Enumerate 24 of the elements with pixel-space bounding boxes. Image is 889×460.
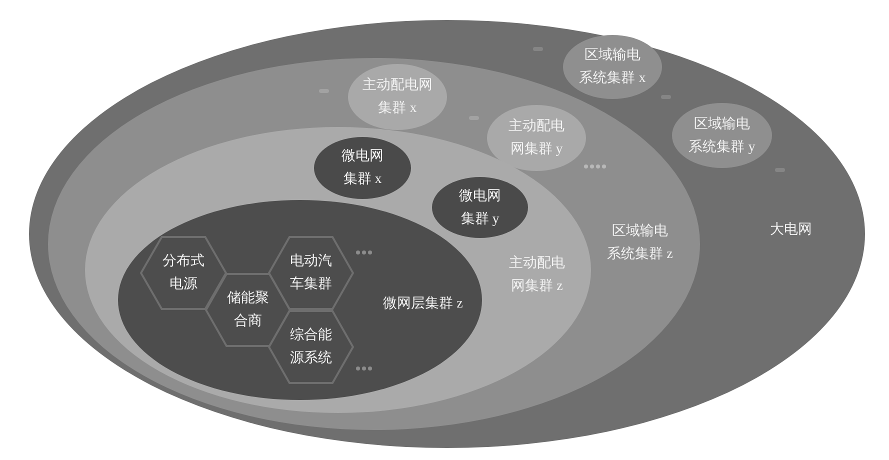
cluster-label: 主动配电网集群 x xyxy=(362,76,434,118)
cluster-ellipse xyxy=(348,64,447,130)
grid-ellipse xyxy=(29,20,865,448)
cluster-label: 电动汽车集群 xyxy=(289,252,333,294)
cluster-label: 储能聚合商 xyxy=(226,290,270,331)
cluster-label: 分布式电源 xyxy=(162,252,206,294)
hexagon-tile xyxy=(268,310,354,384)
hexagon-tile xyxy=(140,236,227,310)
cluster-label: 微网层集群 z xyxy=(383,295,463,314)
cluster-label: 区域输电系统集群 z xyxy=(606,222,674,264)
cluster-label: 主动配电网集群 y xyxy=(508,117,566,159)
hexagon-tile xyxy=(268,236,354,310)
cluster-label: 大电网 xyxy=(770,221,812,240)
cluster-label: 微电网集群 y xyxy=(458,188,502,228)
cluster-label: 区域输电系统集群 x xyxy=(578,46,647,88)
cluster-label: 综合能源系统 xyxy=(289,326,333,368)
cluster-ellipse xyxy=(563,35,662,99)
cluster-label: 区域输电系统集群 y xyxy=(688,116,756,156)
cluster-label: 微电网集群 x xyxy=(340,148,384,189)
cluster-ellipse xyxy=(314,137,411,199)
cluster-ellipse xyxy=(432,177,528,238)
cluster-label: 主动配电网集群 z xyxy=(508,254,566,296)
cluster-ellipse xyxy=(672,103,772,168)
cluster-ellipse xyxy=(487,105,586,171)
